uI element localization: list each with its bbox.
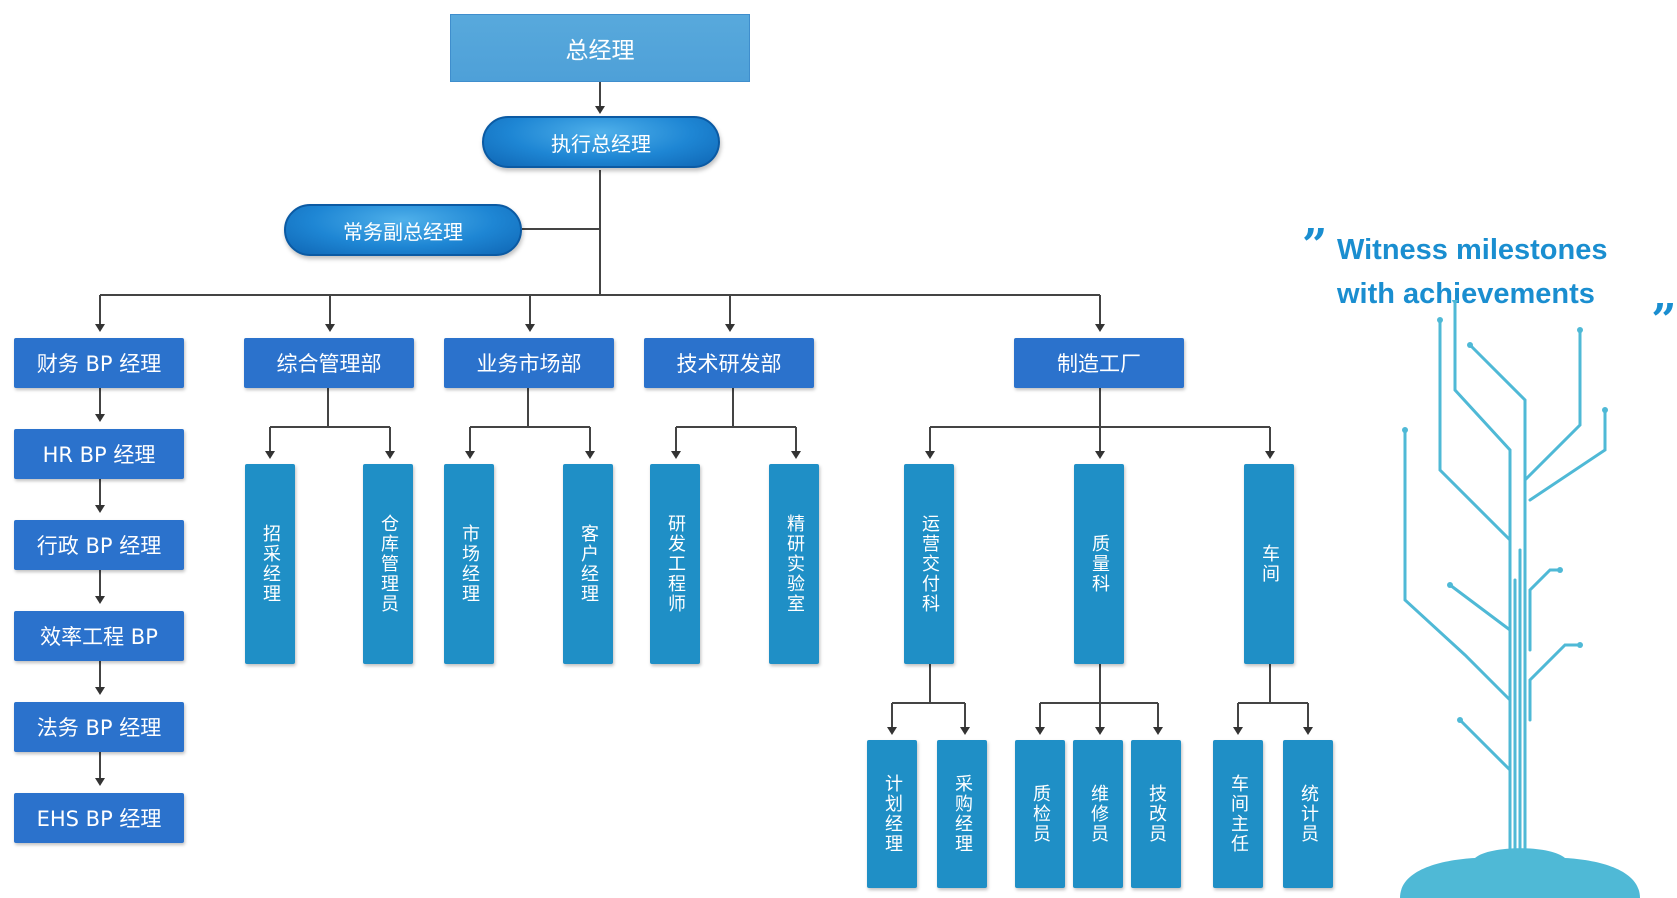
bp-box-legal: 法务 BP 经理 [14, 702, 184, 752]
executive-gm-label: 执行总经理 [551, 131, 651, 156]
role-box: 客户经理 [563, 464, 613, 664]
dept-factory-box: 制造工厂 [1014, 338, 1184, 388]
bp-label: EHS BP 经理 [36, 807, 162, 831]
dept-label: 综合管理部 [276, 352, 382, 376]
role-box: 质检员 [1015, 740, 1065, 888]
executive-gm-pill: 执行总经理 [482, 116, 720, 168]
dept-tech-box: 技术研发部 [644, 338, 814, 388]
unit-label: 运营交付科 [919, 514, 940, 614]
bp-label: 法务 BP 经理 [36, 716, 162, 740]
bp-label: 效率工程 BP [40, 625, 158, 649]
role-label: 仓库管理员 [378, 514, 399, 614]
role-label: 市场经理 [459, 524, 480, 604]
dept-sales-box: 业务市场部 [444, 338, 614, 388]
role-box: 仓库管理员 [363, 464, 413, 664]
role-box: 车间主任 [1213, 740, 1263, 888]
dept-label: 技术研发部 [676, 352, 782, 376]
role-label: 客户经理 [578, 524, 599, 604]
slogan-text: Witness milestones with achievements [1337, 228, 1608, 316]
dept-label: 制造工厂 [1057, 352, 1141, 376]
role-box: 维修员 [1073, 740, 1123, 888]
role-label: 技改员 [1146, 784, 1167, 844]
bp-box-admin: 行政 BP 经理 [14, 520, 184, 570]
role-box: 精研实验室 [769, 464, 819, 664]
dept-admin-box: 综合管理部 [244, 338, 414, 388]
dept-label: 业务市场部 [476, 352, 582, 376]
role-box: 市场经理 [444, 464, 494, 664]
role-label: 研发工程师 [665, 514, 686, 614]
open-quote: ” [1302, 220, 1328, 271]
general-manager-box: 总经理 [450, 14, 750, 82]
role-label: 车间主任 [1228, 774, 1249, 854]
tree-base-cloud [1400, 848, 1640, 898]
role-box: 技改员 [1131, 740, 1181, 888]
unit-ops-box: 运营交付科 [904, 464, 954, 664]
bp-box-ehs: EHS BP 经理 [14, 793, 184, 843]
role-label: 采购经理 [952, 774, 973, 854]
unit-label: 车间 [1259, 544, 1280, 584]
bp-box-hr: HR BP 经理 [14, 429, 184, 479]
slogan-line2: with achievements [1337, 278, 1595, 310]
unit-label: 质量科 [1089, 534, 1110, 594]
role-label: 精研实验室 [784, 514, 805, 614]
slogan-line1: Witness milestones [1337, 234, 1608, 266]
unit-quality-box: 质量科 [1074, 464, 1124, 664]
role-label: 维修员 [1088, 784, 1109, 844]
deputy-gm-pill: 常务副总经理 [284, 204, 522, 256]
role-label: 招采经理 [260, 524, 281, 604]
role-label: 质检员 [1030, 784, 1051, 844]
bp-label: HR BP 经理 [42, 443, 156, 467]
bp-box-efficiency: 效率工程 BP [14, 611, 184, 661]
role-box: 招采经理 [245, 464, 295, 664]
deputy-gm-label: 常务副总经理 [343, 219, 463, 244]
role-box: 研发工程师 [650, 464, 700, 664]
close-quote: „ [1652, 270, 1677, 321]
role-label: 计划经理 [882, 774, 903, 854]
role-box: 统计员 [1283, 740, 1333, 888]
circuit-tree-illustration [1400, 300, 1640, 898]
role-box: 计划经理 [867, 740, 917, 888]
general-manager-label: 总经理 [565, 38, 635, 64]
bp-box-finance: 财务 BP 经理 [14, 338, 184, 388]
bp-label: 财务 BP 经理 [36, 352, 162, 376]
role-label: 统计员 [1298, 784, 1319, 844]
bp-label: 行政 BP 经理 [36, 534, 162, 558]
unit-workshop-box: 车间 [1244, 464, 1294, 664]
role-box: 采购经理 [937, 740, 987, 888]
